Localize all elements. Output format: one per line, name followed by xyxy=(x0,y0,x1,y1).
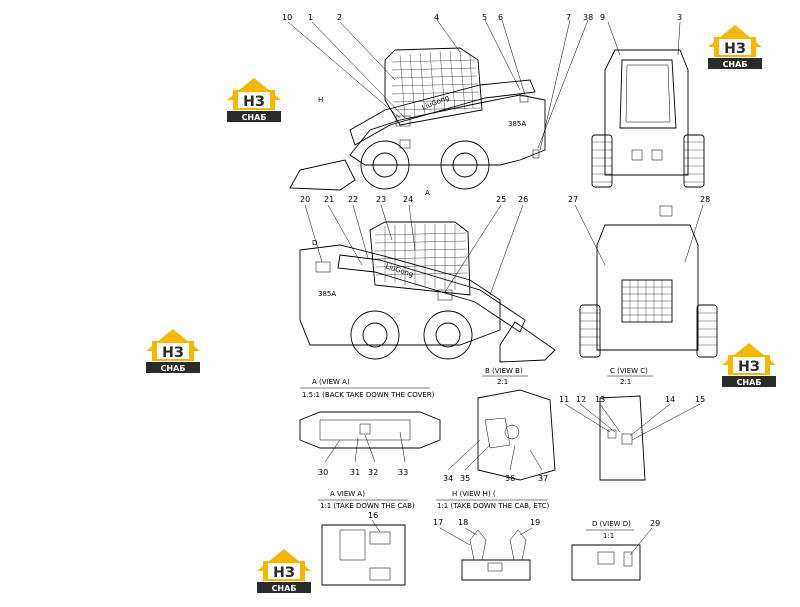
view-c-title: C (VIEW C) xyxy=(610,367,648,375)
callout-24: 24 xyxy=(403,195,413,204)
callout-32: 32 xyxy=(368,468,378,477)
callout-19: 19 xyxy=(530,518,540,527)
callout-13: 13 xyxy=(595,395,605,404)
callout-12: 12 xyxy=(576,395,586,404)
callout-2: 2 xyxy=(337,13,342,22)
nz-snab-logo: НЗ СНАБ xyxy=(144,327,202,375)
view-c-scale: 2:1 xyxy=(620,378,631,386)
detail-h: H (VIEW H) ( 1:1 (TAKE DOWN THE CAB, ETC… xyxy=(433,490,550,581)
callout-29: 29 xyxy=(650,519,660,528)
detail-d-title: D (VIEW D) xyxy=(592,520,631,528)
nz-snab-logo: НЗ СНАБ xyxy=(706,23,764,71)
callout-14: 14 xyxy=(665,395,675,404)
callout-38: 38 xyxy=(583,13,593,22)
detail-a-scale: 1:1 (TAKE DOWN THE CAB) xyxy=(320,502,415,510)
callout-1: 1 xyxy=(308,13,313,22)
front-view-top-right: 9 3 xyxy=(591,13,705,188)
svg-text:СНАБ: СНАБ xyxy=(272,584,297,593)
detail-h-scale: 1:1 (TAKE DOWN THE CAB, ETC) xyxy=(437,502,550,510)
callout-4: 4 xyxy=(434,13,439,22)
cab-grid xyxy=(391,50,481,119)
callout-10: 10 xyxy=(282,13,292,22)
callout-6: 6 xyxy=(498,13,503,22)
callout-36: 36 xyxy=(505,474,515,483)
nz-snab-logo: НЗ СНАБ xyxy=(720,341,778,389)
view-b-detail: B (VIEW B) 2:1 34 35 36 37 xyxy=(443,367,556,483)
side-view-right: 385A LiuGong D 20 21 22 23 24 25 26 xyxy=(299,195,556,363)
nz-snab-logo: НЗ СНАБ xyxy=(255,547,313,595)
svg-text:СНАБ: СНАБ xyxy=(161,364,186,373)
callout-17: 17 xyxy=(433,518,443,527)
callout-34: 34 xyxy=(443,474,453,483)
callout-15: 15 xyxy=(695,395,705,404)
svg-text:НЗ: НЗ xyxy=(243,94,265,110)
callout-7: 7 xyxy=(566,13,571,22)
callout-9: 9 xyxy=(600,13,605,22)
callout-21: 21 xyxy=(324,195,334,204)
callout-26: 26 xyxy=(518,195,528,204)
svg-text:СНАБ: СНАБ xyxy=(242,113,267,122)
callout-31: 31 xyxy=(350,468,360,477)
svg-text:НЗ: НЗ xyxy=(273,565,295,581)
callout-35: 35 xyxy=(460,474,470,483)
callout-33: 33 xyxy=(398,468,408,477)
view-b-scale: 2:1 xyxy=(497,378,508,386)
svg-text:НЗ: НЗ xyxy=(162,345,184,361)
detail-a: A VIEW A) 1:1 (TAKE DOWN THE CAB) 16 xyxy=(318,490,415,586)
view-a-title: A (VIEW A) xyxy=(312,378,350,386)
model-label-top: 385A xyxy=(508,120,526,128)
callout-23: 23 xyxy=(376,195,386,204)
callout-25: 25 xyxy=(496,195,506,204)
svg-text:СНАБ: СНАБ xyxy=(737,378,762,387)
callout-27: 27 xyxy=(568,195,578,204)
svg-text:НЗ: НЗ xyxy=(724,41,746,57)
detail-d: D (VIEW D) 1:1 29 xyxy=(571,519,660,581)
callout-37: 37 xyxy=(538,474,548,483)
callout-22: 22 xyxy=(348,195,358,204)
callout-3: 3 xyxy=(677,13,682,22)
callout-20: 20 xyxy=(300,195,310,204)
callout-30: 30 xyxy=(318,468,328,477)
view-h-marker: H xyxy=(318,96,323,104)
view-a-detail: A (VIEW A) 1.5:1 (BACK TAKE DOWN THE COV… xyxy=(299,378,441,477)
view-c-detail: C (VIEW C) 2:1 11 12 13 14 15 xyxy=(559,367,705,481)
detail-a-title: A VIEW A) xyxy=(330,490,365,498)
callout-5: 5 xyxy=(482,13,487,22)
view-b-title: B (VIEW B) xyxy=(485,367,523,375)
cab-grid-2 xyxy=(374,224,469,290)
rear-view-mid-right: 27 28 xyxy=(568,195,718,358)
nz-snab-logo: НЗ СНАБ xyxy=(225,76,283,124)
callout-28: 28 xyxy=(700,195,710,204)
callout-11: 11 xyxy=(559,395,569,404)
callout-16: 16 xyxy=(368,511,378,520)
side-view-left: 385A LiuGong H A 10 1 2 4 5 6 7 38 xyxy=(282,13,593,197)
model-label-mid: 385A xyxy=(318,290,336,298)
view-d-marker: D xyxy=(312,239,317,247)
detail-h-title: H (VIEW H) ( xyxy=(452,490,496,498)
svg-text:СНАБ: СНАБ xyxy=(723,60,748,69)
view-a-scale: 1.5:1 (BACK TAKE DOWN THE COVER) xyxy=(302,391,435,399)
view-a-marker: A xyxy=(425,189,430,197)
callout-18: 18 xyxy=(458,518,468,527)
detail-d-scale: 1:1 xyxy=(603,532,614,540)
svg-text:НЗ: НЗ xyxy=(738,359,760,375)
